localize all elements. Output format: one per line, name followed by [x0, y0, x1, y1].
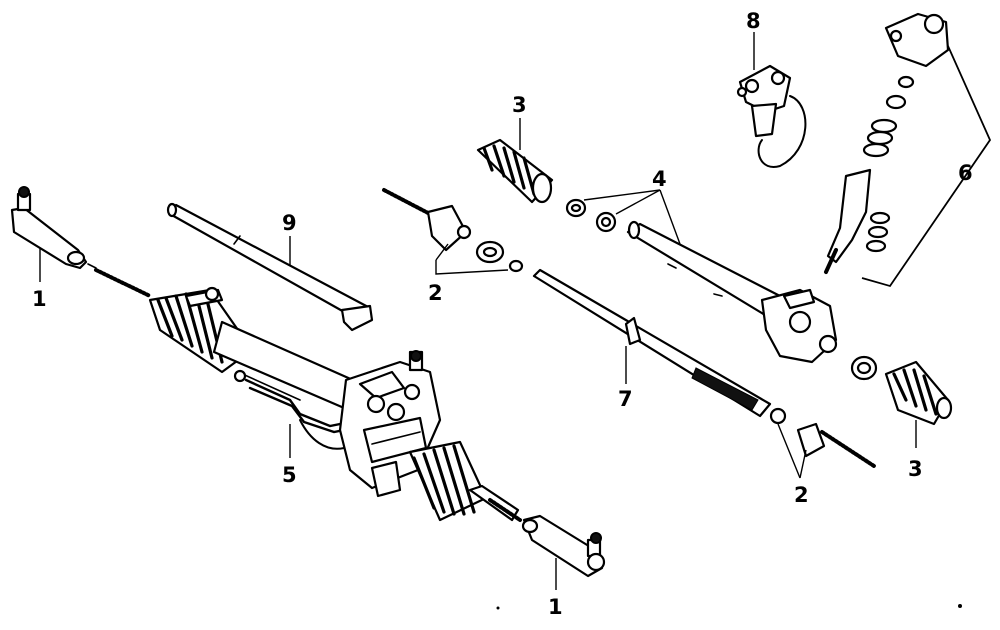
rack-tube	[166, 202, 374, 332]
control-valve	[736, 64, 807, 169]
callout-4: 4	[652, 167, 667, 191]
speck	[958, 604, 962, 608]
callout-5: 5	[282, 463, 297, 487]
callout-labels: 1 1 2 2 3 3 4 5 6 7 8 9	[32, 9, 973, 619]
callout-1-left: 1	[32, 287, 47, 311]
speck	[496, 606, 500, 610]
callout-2-upper: 2	[428, 281, 443, 305]
callout-6: 6	[958, 161, 973, 185]
tie-rod-end-left	[10, 186, 97, 270]
bellows-boot-upper	[476, 138, 554, 204]
rack-shaft	[532, 268, 772, 418]
callout-2-lower: 2	[794, 483, 809, 507]
callout-3-lower: 3	[908, 457, 923, 481]
leader-lines	[39, 32, 917, 590]
inner-tie-rod-upper	[382, 188, 524, 273]
callout-1-right: 1	[548, 595, 563, 619]
callout-8: 8	[746, 9, 761, 33]
rack-teeth	[691, 367, 759, 411]
rack-and-pinion-assembly	[148, 286, 522, 522]
tie-rod-end-right	[521, 514, 606, 578]
valve-seal-kit	[824, 12, 992, 288]
inner-tie-rod-lower	[769, 407, 876, 468]
callout-7: 7	[618, 387, 633, 411]
bellows-boot-lower	[850, 355, 953, 426]
inner-rod-left-thread	[94, 268, 152, 298]
callout-3-upper: 3	[512, 93, 527, 117]
callout-9: 9	[282, 211, 297, 235]
seal-rings	[565, 198, 617, 233]
right-boot-ribs	[412, 444, 476, 516]
rack-housing	[626, 220, 838, 364]
